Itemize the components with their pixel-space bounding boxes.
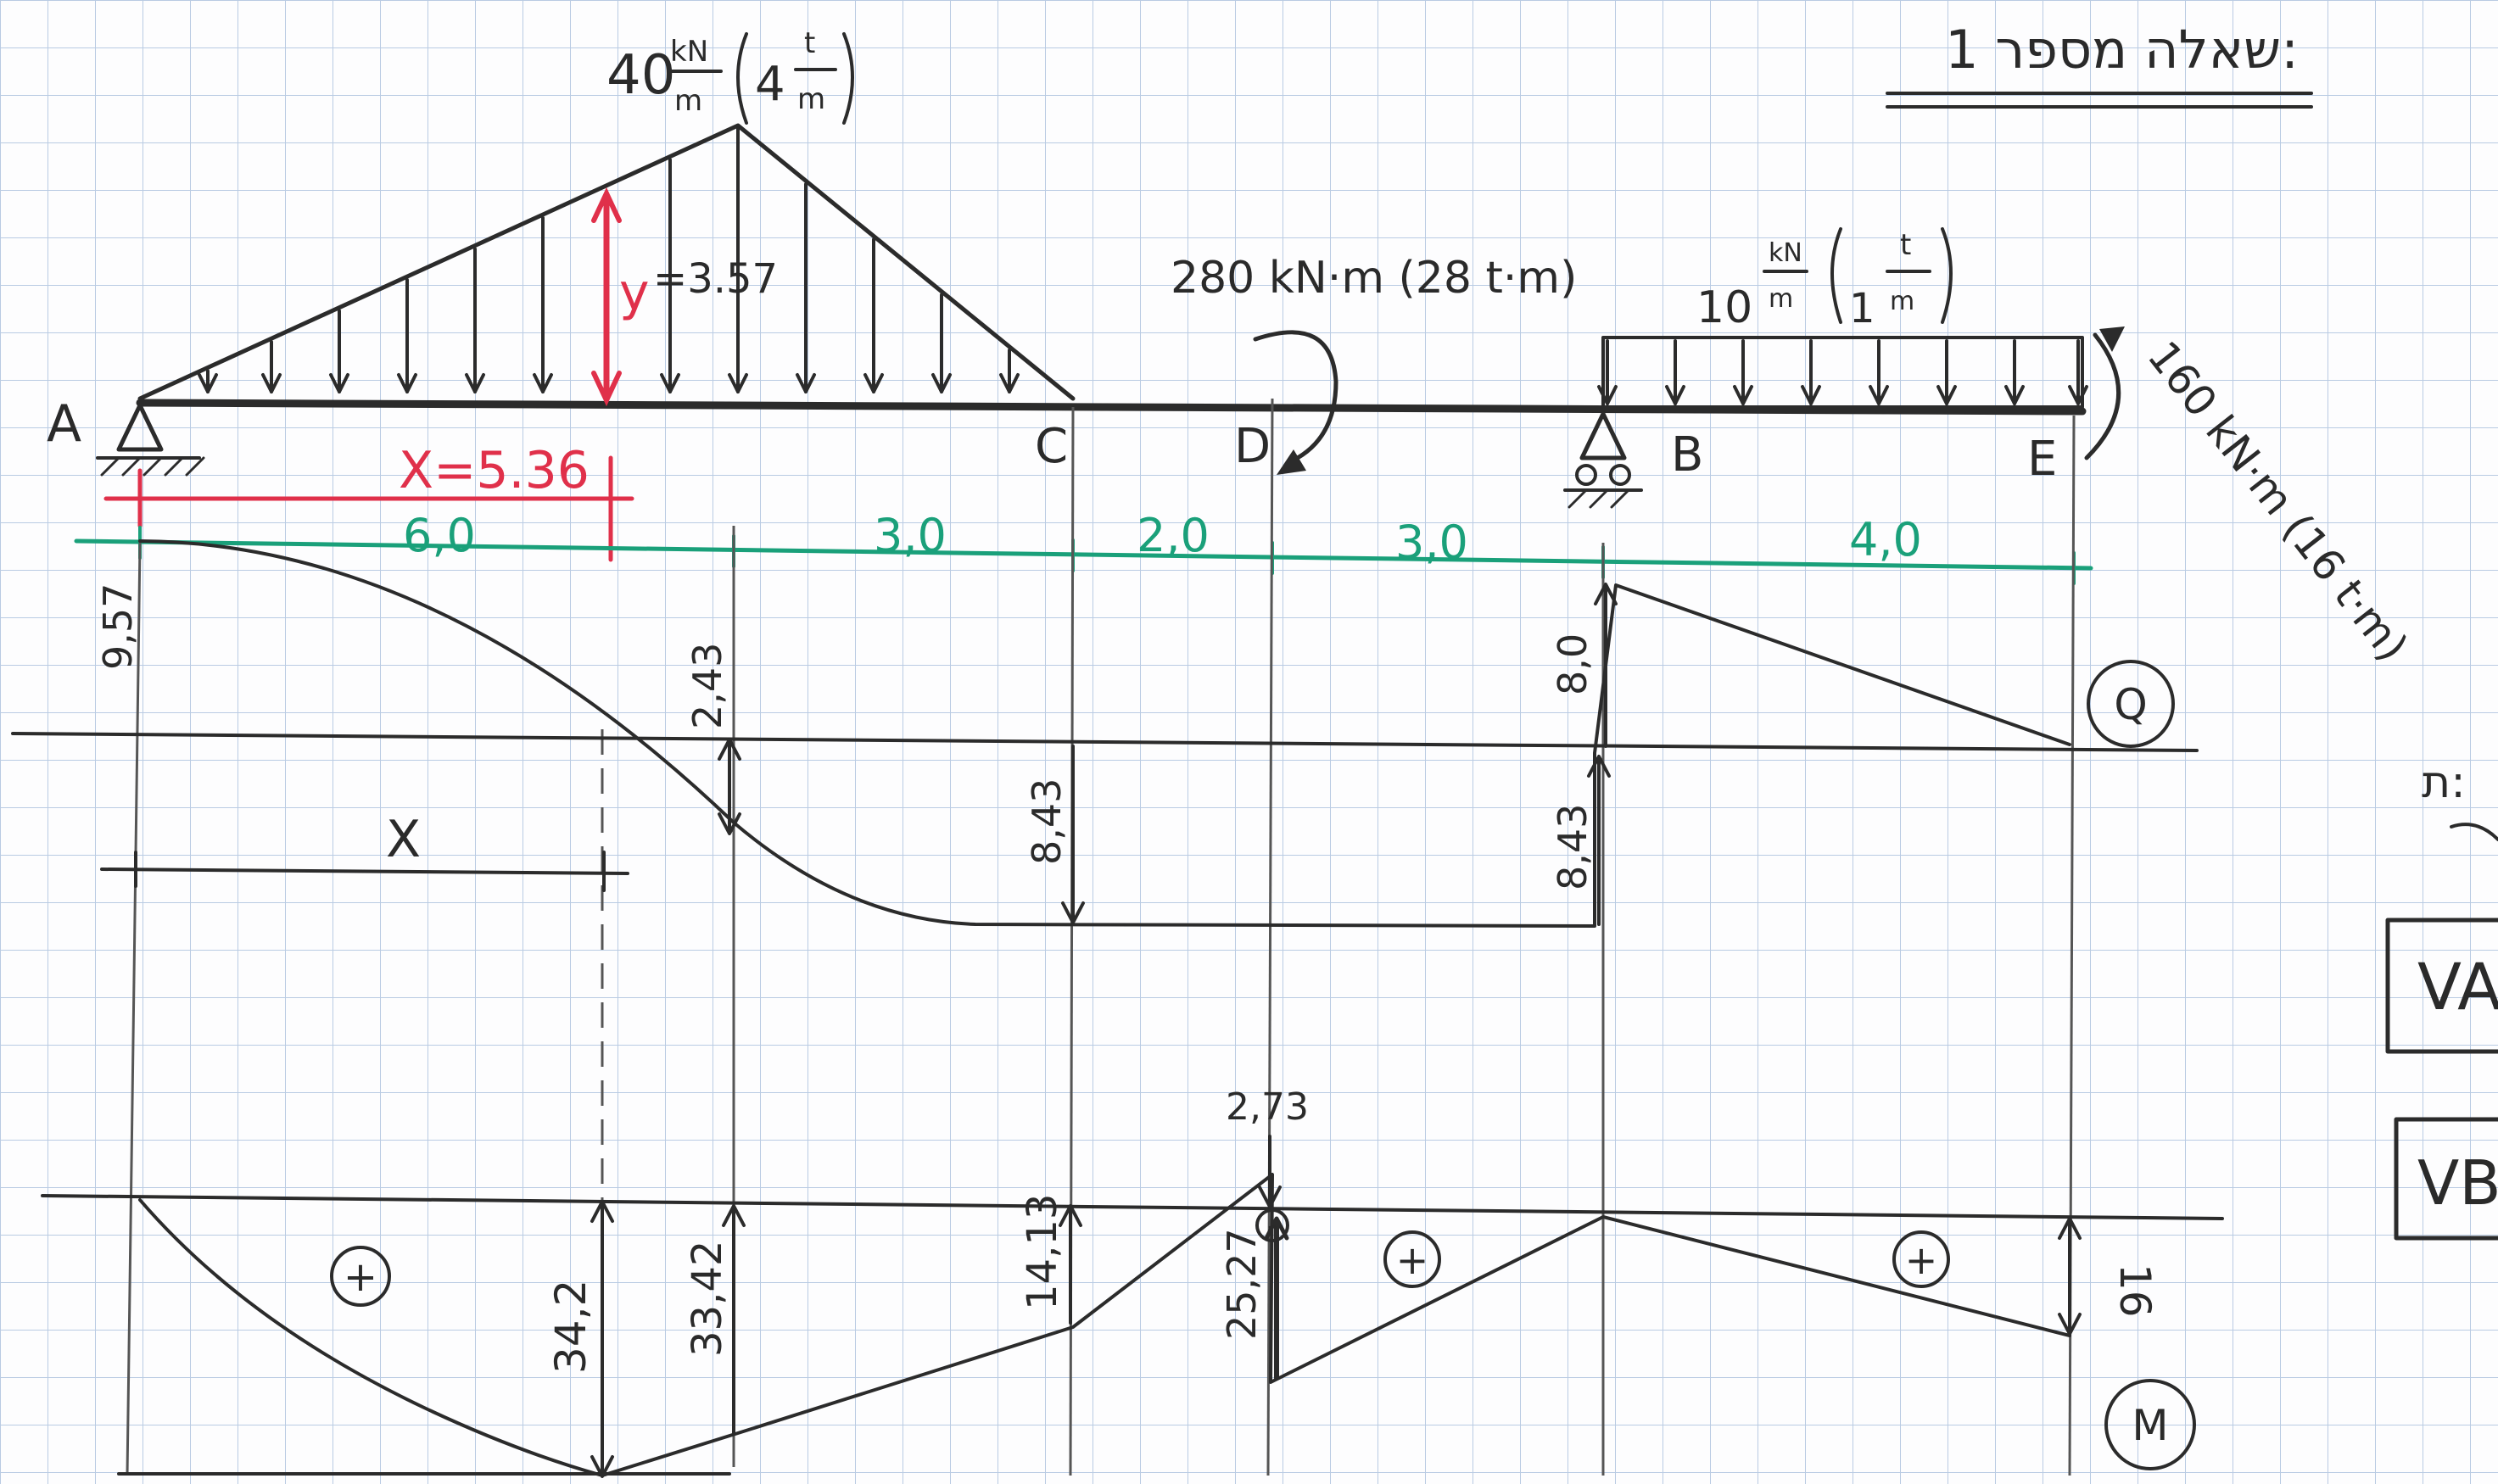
tri-load-value: 40 (606, 44, 675, 107)
tri-load-arrow-head (999, 373, 1020, 393)
va-box (2385, 918, 2498, 1054)
shear-diagram: 9,57 2,43 8,43 8,43 8,0 X Q (11, 539, 2199, 928)
y-value: =3.57 (653, 255, 778, 303)
vb-box (2394, 1117, 2498, 1241)
udl-value: 10 (1696, 282, 1752, 333)
moment-D-label: 280 kN·m (28 t·m) (1171, 253, 1577, 304)
tri-load-alt-value: 4 (755, 57, 785, 112)
udl-arrow-head (1869, 385, 1889, 405)
moment-D-top-value: 2,73 (1226, 1085, 1309, 1129)
moment-at6-value: 33,42 (684, 1241, 731, 1357)
udl-unit-top: kN (1769, 238, 1802, 268)
page-title: שאלה מספר 1: (1945, 19, 2299, 81)
udl-arrow-head (2068, 385, 2088, 405)
tri-load-unit-top: kN (670, 35, 708, 69)
tri-load-arrow-head (863, 373, 884, 393)
tri-load-arrow-head (329, 373, 349, 393)
udl-unit-bottom: m (1769, 284, 1793, 314)
moment-curve (138, 1173, 2071, 1477)
tri-load-arrow-head (796, 373, 816, 393)
support-A (96, 403, 205, 477)
moment-E-arrow (2084, 332, 2121, 460)
moment-sign-4: - (1267, 1209, 1277, 1241)
shear-B-right-value: 8,0 (1550, 633, 1595, 695)
moment-C-value: 14,13 (1019, 1194, 1066, 1310)
tri-load-alt-unit-bottom: m (797, 82, 825, 116)
shear-curve (138, 539, 2071, 928)
support-B (1563, 411, 1643, 509)
point-A-label: A (47, 394, 81, 454)
side-notes: ת: VA VB (2385, 757, 2498, 1241)
moment-symbol-circle (2104, 1379, 2196, 1470)
x-dimension-label: X=5.36 (399, 441, 590, 500)
udl-alt-value: 1 (1849, 285, 1875, 332)
dimensions: X=5.36 6,0 3,0 2,0 3,0 4,0 (74, 441, 2093, 585)
udl-arrow-head (1733, 385, 1753, 405)
point-D-label: D (1234, 419, 1271, 474)
tri-load-arrow-head (931, 373, 952, 393)
tri-load-arrow-head (533, 373, 553, 393)
tri-load-arrow-head (465, 373, 485, 393)
y-symbol: y (619, 263, 650, 322)
span-2-label: 3,0 (874, 509, 947, 562)
triangular-load (137, 123, 1076, 401)
moment-E-value: 16 (2110, 1264, 2160, 1318)
shear-x-label: X (386, 810, 421, 869)
udl-arrow-head (1801, 385, 1821, 405)
moment-D-arrow (1253, 330, 1338, 465)
uniform-load (1601, 336, 2084, 409)
uniform-load-arrows (1597, 339, 2088, 405)
moment-D-bottom-value: 25,27 (1219, 1228, 1265, 1340)
udl-arrow-head (1665, 385, 1685, 405)
tri-load-arrow-head (261, 373, 282, 393)
side-partial-text: ת: (2422, 757, 2466, 808)
shear-mid-value: 2,43 (685, 643, 730, 729)
point-C-label: C (1035, 419, 1068, 474)
shear-B-left-value: 8,43 (1550, 804, 1595, 890)
span-1-label: 6,0 (403, 509, 476, 562)
vb-box-label: VB (2417, 1147, 2498, 1219)
moment-max-value: 34,2 (546, 1280, 595, 1374)
beam (136, 399, 2087, 416)
point-E-label: E (2027, 432, 2057, 487)
udl-arrow-head (1936, 385, 1957, 405)
shear-C-value: 8,43 (1024, 778, 1070, 865)
tri-load-arrow-head (728, 373, 748, 393)
shear-symbol: Q (2114, 680, 2147, 729)
point-B-label: B (1671, 427, 1703, 483)
moment-symbol: M (2132, 1401, 2168, 1450)
shear-symbol-circle (2087, 660, 2175, 748)
udl-arrow-head (1597, 385, 1618, 405)
udl-alt-unit-bottom: m (1890, 287, 1914, 316)
tri-load-alt-unit-top: t (804, 26, 815, 60)
moment-sign-2: + (1396, 1237, 1429, 1283)
udl-arrow-head (2004, 385, 2025, 405)
span-5-label: 4,0 (1849, 513, 1922, 566)
tri-load-arrow-head (660, 373, 680, 393)
tri-load-unit-bottom: m (674, 84, 702, 118)
tri-load-arrow-head (198, 373, 218, 393)
tri-load-arrow-head (397, 373, 417, 393)
span-4-label: 3,0 (1395, 516, 1468, 569)
triangular-load-arrows (198, 127, 1020, 393)
moment-diagram: 34,2 33,42 14,13 2,73 25,27 16 + + + - M (41, 1085, 2224, 1478)
moment-sign-1: + (344, 1253, 377, 1301)
shear-baseline (11, 732, 2199, 752)
moment-baseline (41, 1194, 2224, 1220)
shear-A-value: 9,57 (95, 583, 141, 670)
va-box-label: VA (2417, 949, 2498, 1024)
udl-alt-unit-top: t (1900, 228, 1911, 262)
moment-sign-3: + (1905, 1237, 1938, 1283)
span-3-label: 2,0 (1137, 509, 1210, 562)
